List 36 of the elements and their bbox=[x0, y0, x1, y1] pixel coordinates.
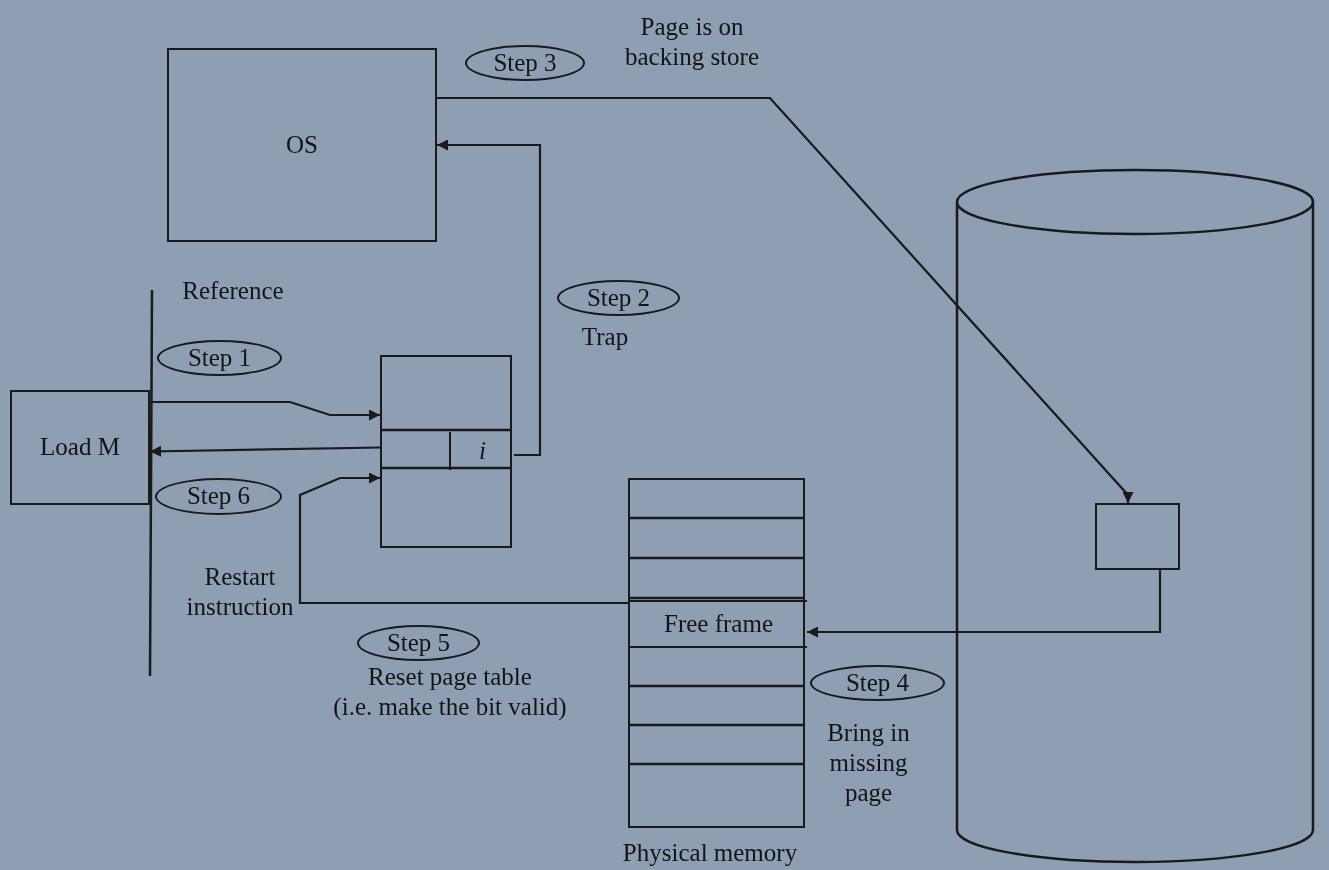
step-label: Step 4 bbox=[845, 668, 910, 698]
step-label: Step 1 bbox=[187, 343, 252, 373]
step-description: Restart instruction bbox=[185, 562, 295, 622]
node-label: i bbox=[479, 436, 486, 466]
process-box bbox=[10, 390, 150, 505]
arrow bbox=[150, 445, 380, 457]
step-label: Step 5 bbox=[386, 628, 451, 658]
memory-frame bbox=[630, 600, 807, 648]
step-description: Physical memory bbox=[621, 838, 799, 868]
process-box bbox=[1095, 503, 1180, 570]
step-ellipse bbox=[357, 625, 480, 661]
step-description: Page is on backing store bbox=[624, 12, 760, 72]
step-label: Step 3 bbox=[493, 48, 557, 78]
node-label: OS bbox=[286, 130, 318, 160]
arrow bbox=[298, 472, 630, 605]
step-description: Trap bbox=[580, 322, 630, 352]
step-ellipse bbox=[465, 45, 585, 81]
step-description: (i.e. make the bit valid) bbox=[332, 692, 568, 722]
process-box bbox=[167, 48, 437, 242]
node-label: Free frame bbox=[664, 609, 773, 639]
step-ellipse bbox=[155, 478, 282, 515]
arrow bbox=[437, 139, 542, 457]
step-description: Bring in missing page bbox=[826, 718, 911, 808]
arrow bbox=[807, 570, 1162, 638]
step-label: Step 6 bbox=[186, 482, 251, 511]
step-ellipse bbox=[557, 280, 680, 316]
arrow bbox=[437, 96, 1134, 504]
step-description: Reference bbox=[181, 276, 285, 306]
physical-memory bbox=[628, 478, 805, 828]
page-table bbox=[380, 355, 512, 548]
arrow bbox=[150, 400, 380, 421]
step-ellipse bbox=[810, 665, 945, 701]
step-ellipse bbox=[157, 340, 282, 376]
step-label: Step 2 bbox=[586, 283, 651, 313]
node-label: Load M bbox=[40, 433, 120, 462]
step-description: Reset page table bbox=[367, 662, 533, 692]
